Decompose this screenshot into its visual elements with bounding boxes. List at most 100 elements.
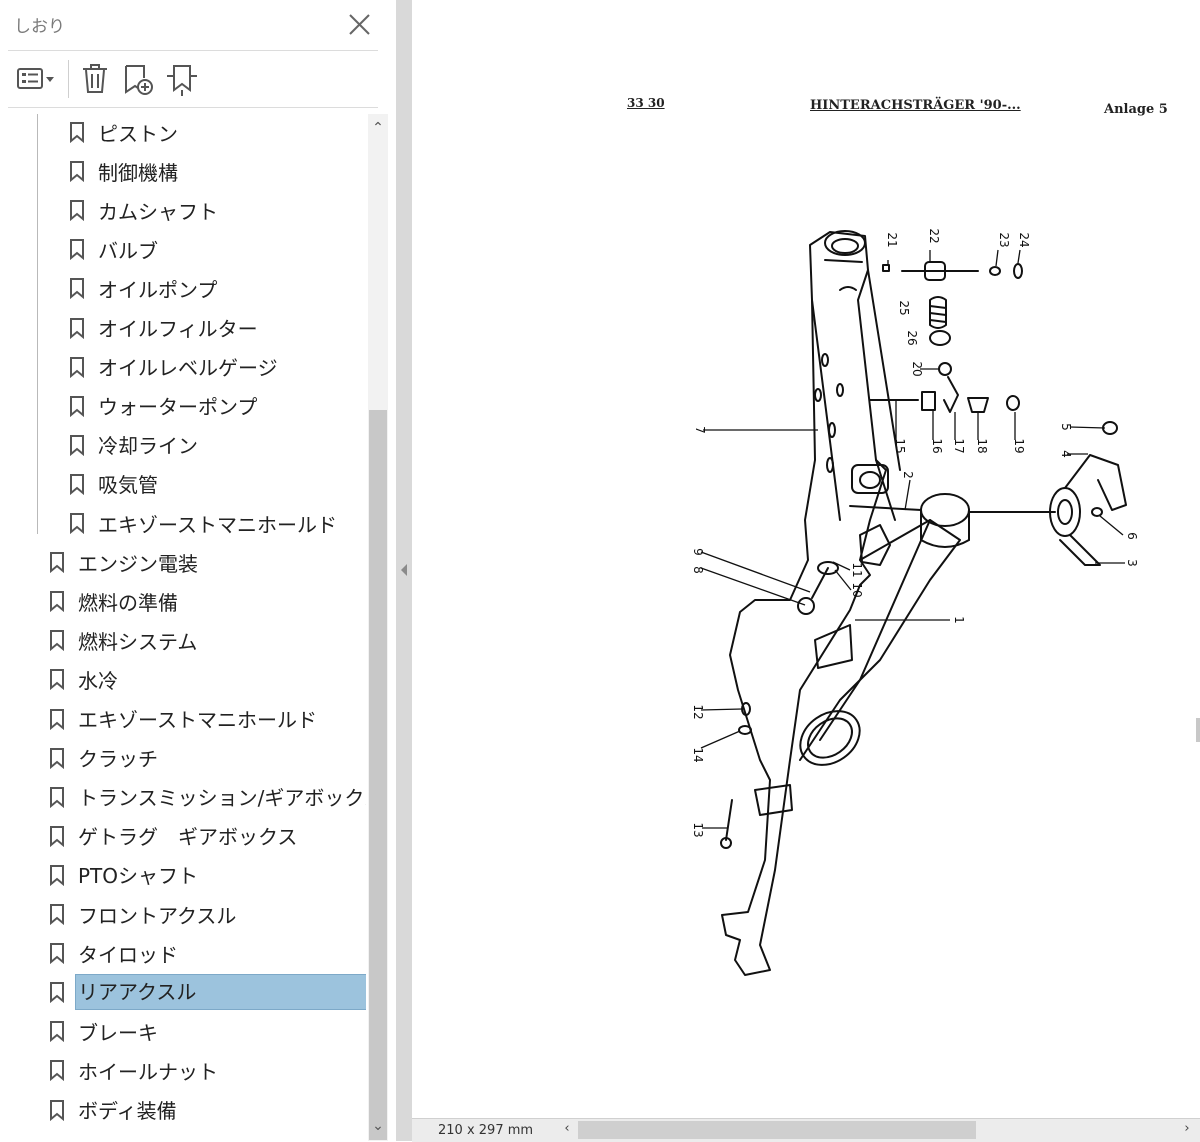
part-number-label: 14 <box>691 747 705 762</box>
bookmark-label: 燃料の準備 <box>78 590 178 615</box>
bookmark-item[interactable]: リアアクスル <box>48 974 366 1011</box>
bookmark-label: 水冷 <box>78 668 118 693</box>
bookmark-icon <box>50 943 64 965</box>
bookmark-icon <box>50 552 64 574</box>
bookmark-item[interactable]: ボディ装備 <box>48 1093 177 1127</box>
part-number-label: 18 <box>975 438 989 453</box>
bookmark-icon <box>50 1021 64 1043</box>
bookmark-item[interactable]: PTOシャフト <box>48 858 198 892</box>
part-number-label: 6 <box>1125 532 1139 540</box>
bookmark-item[interactable]: タイロッド <box>48 936 178 970</box>
bookmark-icon <box>70 395 84 417</box>
bookmark-icon <box>50 630 64 652</box>
part-number-label: 17 <box>952 438 966 453</box>
part-number-label: 16 <box>930 438 944 453</box>
part-number-label: 20 <box>910 361 924 376</box>
bookmark-item[interactable]: クラッチ <box>48 741 158 775</box>
part-number-label: 9 <box>691 548 705 556</box>
divider <box>8 107 378 108</box>
part-number-label: 25 <box>897 300 911 315</box>
bookmark-icon <box>70 239 84 261</box>
bookmark-label: バルブ <box>98 238 158 263</box>
bookmark-item[interactable]: 燃料の準備 <box>48 584 178 618</box>
collapse-arrow-icon[interactable] <box>400 563 408 577</box>
bookmark-label: オイルポンプ <box>98 277 218 302</box>
scroll-up-icon[interactable]: ⌃ <box>372 120 384 136</box>
bookmark-icon <box>50 1060 64 1082</box>
bookmark-add-icon[interactable] <box>122 60 156 98</box>
bookmark-icon <box>50 591 64 613</box>
bookmark-item[interactable]: カムシャフト <box>68 193 218 227</box>
page-annex: Anlage 5 <box>1104 102 1168 117</box>
bookmark-tree: ピストン制御機構カムシャフトバルブオイルポンプオイルフィルターオイルレベルゲージ… <box>0 114 366 1141</box>
bookmark-label: PTOシャフト <box>78 864 199 889</box>
close-icon[interactable] <box>344 10 374 40</box>
page-size-label: 210 x 297 mm <box>438 1123 534 1138</box>
bookmark-label: ボディ装備 <box>78 1099 177 1123</box>
bookmark-label: リアアクスル <box>75 974 366 1011</box>
bookmark-item[interactable]: ブレーキ <box>48 1014 158 1048</box>
toolbar-divider <box>68 60 69 98</box>
bookmark-label: 吸気管 <box>98 473 158 498</box>
part-number-label: 26 <box>905 330 919 345</box>
bookmark-icon <box>50 786 64 808</box>
bookmark-icon <box>50 825 64 847</box>
bookmark-label: エンジン電装 <box>78 551 198 576</box>
bookmark-expand-icon[interactable] <box>164 60 200 98</box>
part-number-label: 19 <box>1012 438 1026 453</box>
bookmark-icon <box>70 122 84 143</box>
bookmark-item[interactable]: 制御機構 <box>68 154 178 188</box>
bookmark-label: フロントアクスル <box>78 903 237 928</box>
bookmark-item[interactable]: トランスミッション/ギアボックス <box>48 780 366 814</box>
bookmark-label: ブレーキ <box>78 1020 158 1045</box>
bookmark-label: カムシャフト <box>98 199 218 224</box>
bookmark-item[interactable]: 燃料システム <box>48 623 197 657</box>
part-number-label: 15 <box>893 438 907 453</box>
document-page <box>412 0 1200 1118</box>
bookmark-item[interactable]: ゲトラグ ギアボックス <box>48 819 297 853</box>
part-number-label: 3 <box>1125 559 1139 567</box>
scroll-left-icon[interactable]: ‹ <box>564 1121 570 1136</box>
bookmark-label: オイルレベルゲージ <box>98 356 278 381</box>
scrollbar-thumb[interactable] <box>369 410 387 1140</box>
bookmark-item[interactable]: 冷却ライン <box>68 428 198 462</box>
part-number-label: 1 <box>952 616 966 624</box>
page-section-code: 33 30 <box>627 96 665 110</box>
bookmark-label: エキゾーストマニホールド <box>98 512 337 537</box>
bookmark-label: ゲトラグ ギアボックス <box>78 825 298 850</box>
bookmark-item[interactable]: エキゾーストマニホールド <box>68 506 337 540</box>
bookmark-item[interactable]: オイルレベルゲージ <box>68 350 278 384</box>
bookmark-icon <box>50 708 64 730</box>
bookmark-item[interactable]: 吸気管 <box>68 467 158 501</box>
bookmark-item[interactable]: オイルポンプ <box>68 271 217 305</box>
bookmark-label: クラッチ <box>78 747 158 772</box>
part-number-label: 23 <box>997 232 1011 247</box>
scroll-down-icon[interactable]: ⌄ <box>372 1118 384 1134</box>
bookmark-item[interactable]: エキゾーストマニホールド <box>48 702 317 736</box>
part-number-label: 21 <box>885 232 899 247</box>
list-options-icon[interactable] <box>14 60 60 98</box>
trash-icon[interactable] <box>80 60 110 98</box>
bookmark-item[interactable]: バルブ <box>68 232 158 266</box>
part-number-label: 24 <box>1017 232 1031 247</box>
bookmark-label: トランスミッション/ギアボックス <box>78 786 366 811</box>
bookmark-label: ピストン <box>98 121 178 146</box>
bookmark-item[interactable]: 水冷 <box>48 662 118 696</box>
bookmark-icon <box>50 864 64 886</box>
bookmark-label: 制御機構 <box>98 160 178 185</box>
scroll-right-icon[interactable]: › <box>1184 1121 1190 1136</box>
bookmark-icon <box>70 317 84 339</box>
part-number-label: 7 <box>693 426 707 434</box>
bookmark-item[interactable]: ホイールナット <box>48 1053 218 1087</box>
bookmark-item[interactable]: オイルフィルター <box>68 311 258 345</box>
bookmark-icon <box>70 356 84 378</box>
page-edge-marker <box>1196 718 1200 742</box>
bookmark-item[interactable]: フロントアクスル <box>48 897 236 931</box>
horizontal-scrollbar-thumb[interactable] <box>578 1121 976 1139</box>
bookmark-icon <box>50 669 64 691</box>
bookmark-icon <box>70 434 84 456</box>
bookmark-item[interactable]: エンジン電装 <box>48 545 198 579</box>
bookmark-item[interactable]: ピストン <box>68 115 178 149</box>
bookmark-item[interactable]: ウォーターポンプ <box>68 389 257 423</box>
